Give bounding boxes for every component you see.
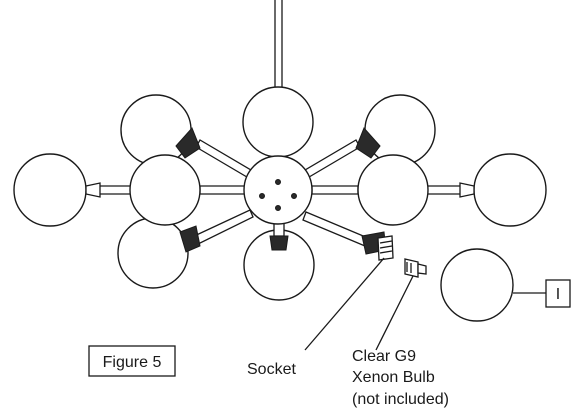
- globe-inner-right: [357, 154, 429, 226]
- bulb-callout-line2: Xenon Bulb: [352, 369, 435, 386]
- arm-upper-right: [299, 139, 361, 181]
- bulb-callout-line3: (not included): [352, 391, 449, 408]
- arms-horizontal: [199, 185, 359, 195]
- arm-lower-right: [302, 211, 369, 247]
- globe-far-right: [420, 153, 547, 227]
- globe-upper-left: [120, 94, 257, 181]
- stem-far-right: [459, 182, 475, 198]
- part-marker: I: [545, 279, 571, 308]
- arm-lower-left: [189, 209, 254, 247]
- arm-upper-left: [195, 139, 257, 181]
- downrod: [274, 0, 283, 95]
- globe-loose: [440, 248, 514, 322]
- stem-far-left: [85, 182, 101, 198]
- figure-label: Figure 5: [103, 354, 162, 371]
- g9-bulb: [404, 258, 427, 278]
- socket-assembly: [302, 211, 394, 261]
- center-hub: [243, 155, 313, 225]
- globe-far-left: [13, 153, 140, 227]
- figure-label-box: Figure 5: [88, 345, 176, 377]
- part-marker-label: I: [556, 286, 560, 303]
- socket-callout: Socket: [247, 361, 296, 378]
- globe-inner-left: [129, 154, 201, 226]
- bulb-callout-line1: Clear G9: [352, 348, 416, 365]
- globe-top: [242, 86, 314, 158]
- leader-lines: [304, 257, 546, 351]
- globe-lower-left: [117, 209, 254, 289]
